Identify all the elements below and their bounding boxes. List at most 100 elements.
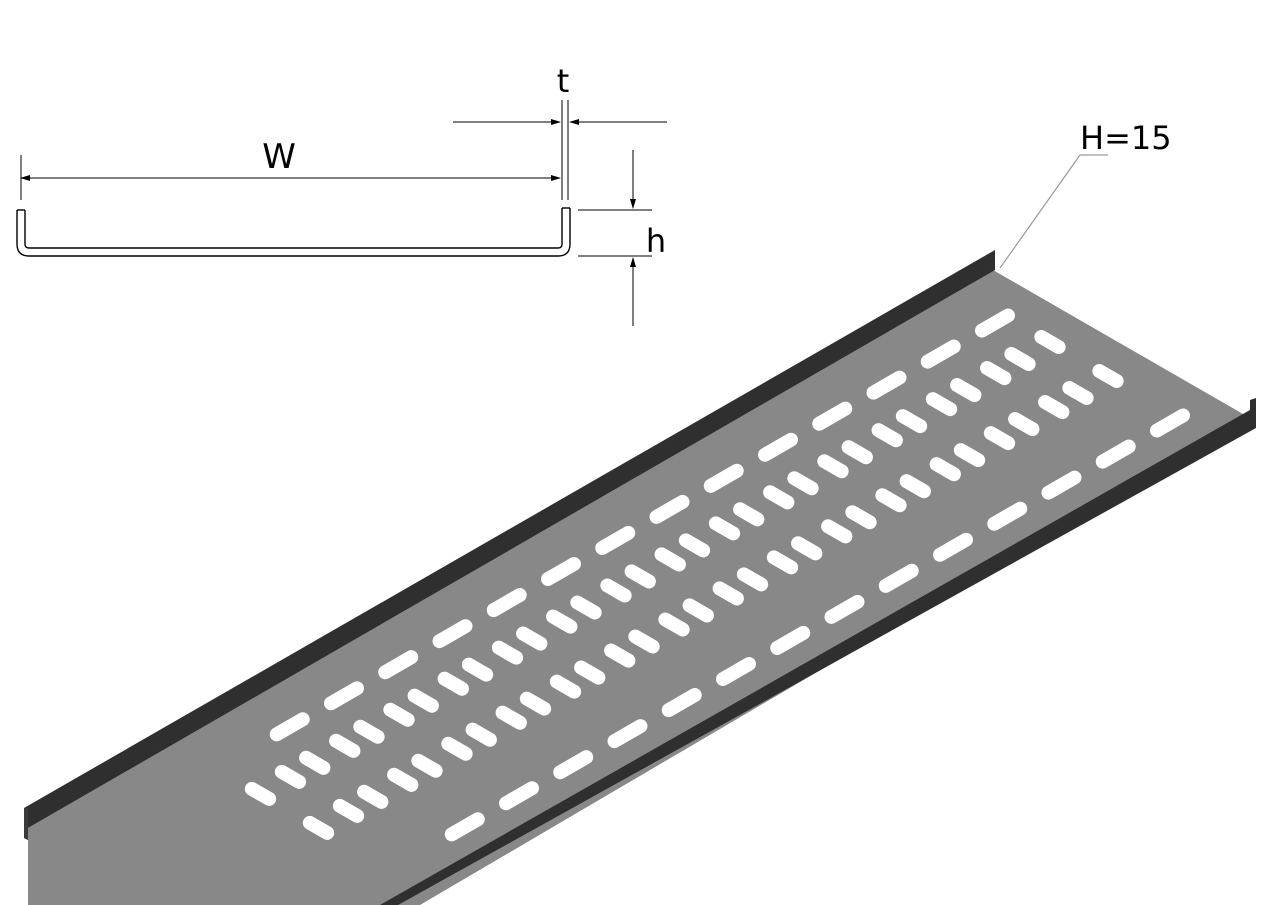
slot (658, 612, 690, 637)
slot (491, 640, 524, 665)
slot (600, 578, 632, 603)
slot (387, 767, 419, 792)
slot (716, 657, 756, 686)
slot (953, 443, 986, 468)
slot (987, 501, 1028, 531)
slot (878, 563, 919, 593)
slot (1041, 470, 1082, 500)
slot (437, 671, 469, 696)
height-callout-label: H=15 (1080, 119, 1172, 157)
slot (516, 626, 548, 651)
slot-pattern (244, 308, 1190, 842)
tray-3d-view (24, 250, 1256, 905)
slot (274, 764, 307, 789)
slot (824, 594, 865, 624)
slot (812, 401, 853, 431)
slot (1034, 330, 1066, 354)
slot (441, 736, 473, 761)
slot (624, 564, 656, 589)
slot (332, 798, 365, 823)
slot (895, 409, 928, 434)
slot (499, 781, 539, 811)
width-label: W (262, 137, 296, 177)
slot (845, 505, 877, 530)
flange-dimension: h (578, 150, 666, 326)
thickness-label: t (557, 62, 570, 100)
slot (871, 423, 903, 448)
slot (1008, 412, 1040, 437)
slot (383, 702, 415, 727)
slot (495, 705, 527, 730)
slot (980, 361, 1012, 386)
profile-outer (16, 208, 571, 257)
slot (574, 660, 606, 685)
slot (758, 432, 798, 462)
height-callout: H=15 (999, 119, 1172, 269)
slot (899, 474, 931, 499)
slot (682, 598, 714, 623)
slot (654, 547, 686, 572)
slot (1150, 408, 1190, 438)
slot (378, 650, 419, 680)
slot (950, 378, 982, 403)
slot (299, 750, 331, 775)
slot (546, 609, 578, 634)
tray-left-flange (24, 250, 995, 840)
slot (712, 581, 744, 606)
slot (432, 619, 473, 649)
slot (324, 681, 364, 711)
slot (649, 494, 690, 524)
slot (933, 532, 973, 562)
slot (875, 488, 907, 513)
slot (787, 471, 819, 496)
slot (763, 485, 795, 510)
tray-front-end (24, 808, 28, 840)
slot (607, 719, 648, 749)
slot (821, 519, 853, 544)
slot (841, 440, 873, 465)
slot (925, 392, 958, 417)
width-dimension: W (20, 100, 569, 200)
slot (817, 454, 849, 479)
slot (920, 339, 961, 369)
slot (269, 712, 310, 742)
slot (465, 722, 497, 747)
slot (519, 691, 552, 716)
slot (791, 536, 823, 561)
slot (549, 674, 582, 699)
slot (1004, 347, 1036, 371)
slot (244, 781, 277, 806)
slot (628, 629, 660, 654)
tray-surface (28, 270, 1250, 905)
slot (678, 533, 711, 558)
slot (541, 557, 581, 586)
slot (733, 502, 765, 527)
profile-inner (24, 208, 563, 249)
slot (329, 733, 361, 758)
flange-label: h (646, 222, 666, 260)
slot (595, 525, 636, 555)
slot (461, 657, 494, 682)
profile-view (16, 207, 571, 257)
slot (736, 567, 769, 592)
slot (604, 643, 636, 668)
slot (1095, 439, 1136, 469)
slot (983, 426, 1016, 451)
slot (703, 463, 744, 493)
slot (766, 550, 799, 575)
slot (929, 457, 961, 482)
slot (975, 308, 1015, 338)
slot (357, 784, 389, 809)
slot (486, 588, 527, 618)
slot (353, 719, 385, 744)
slot (661, 688, 702, 718)
slot (708, 516, 741, 541)
slot (411, 753, 443, 778)
slot (866, 370, 907, 400)
slot (770, 625, 811, 655)
callout-leader (999, 154, 1081, 269)
thickness-dimension: t (453, 62, 667, 125)
slot (570, 595, 602, 620)
slot (302, 815, 335, 840)
